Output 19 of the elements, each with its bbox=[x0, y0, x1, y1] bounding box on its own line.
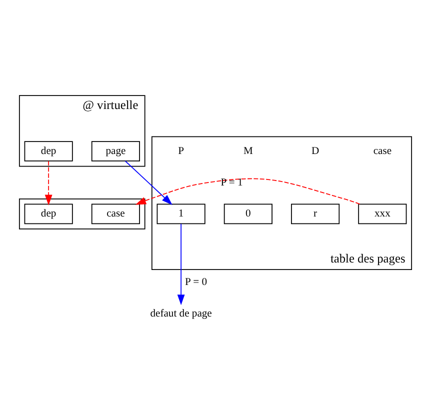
node-box: page bbox=[91, 140, 140, 161]
label: case bbox=[373, 145, 392, 156]
node-box: 1 bbox=[156, 203, 206, 224]
arrow bbox=[44, 160, 52, 205]
node-box: 0 bbox=[224, 203, 272, 224]
edge-label: P = 0 bbox=[185, 276, 208, 288]
cluster bbox=[18, 198, 146, 229]
arrow bbox=[135, 178, 360, 204]
node-box: xxx bbox=[358, 203, 407, 224]
label: D bbox=[311, 145, 320, 156]
arrow bbox=[124, 160, 172, 204]
label: M bbox=[243, 145, 253, 156]
arrow bbox=[177, 222, 185, 305]
node-text: defaut de page bbox=[150, 308, 212, 319]
node-box: case bbox=[91, 203, 140, 224]
node-box: r bbox=[291, 203, 340, 224]
node-box: dep bbox=[24, 140, 73, 161]
node-box: dep bbox=[24, 203, 73, 224]
label: P bbox=[178, 145, 184, 156]
